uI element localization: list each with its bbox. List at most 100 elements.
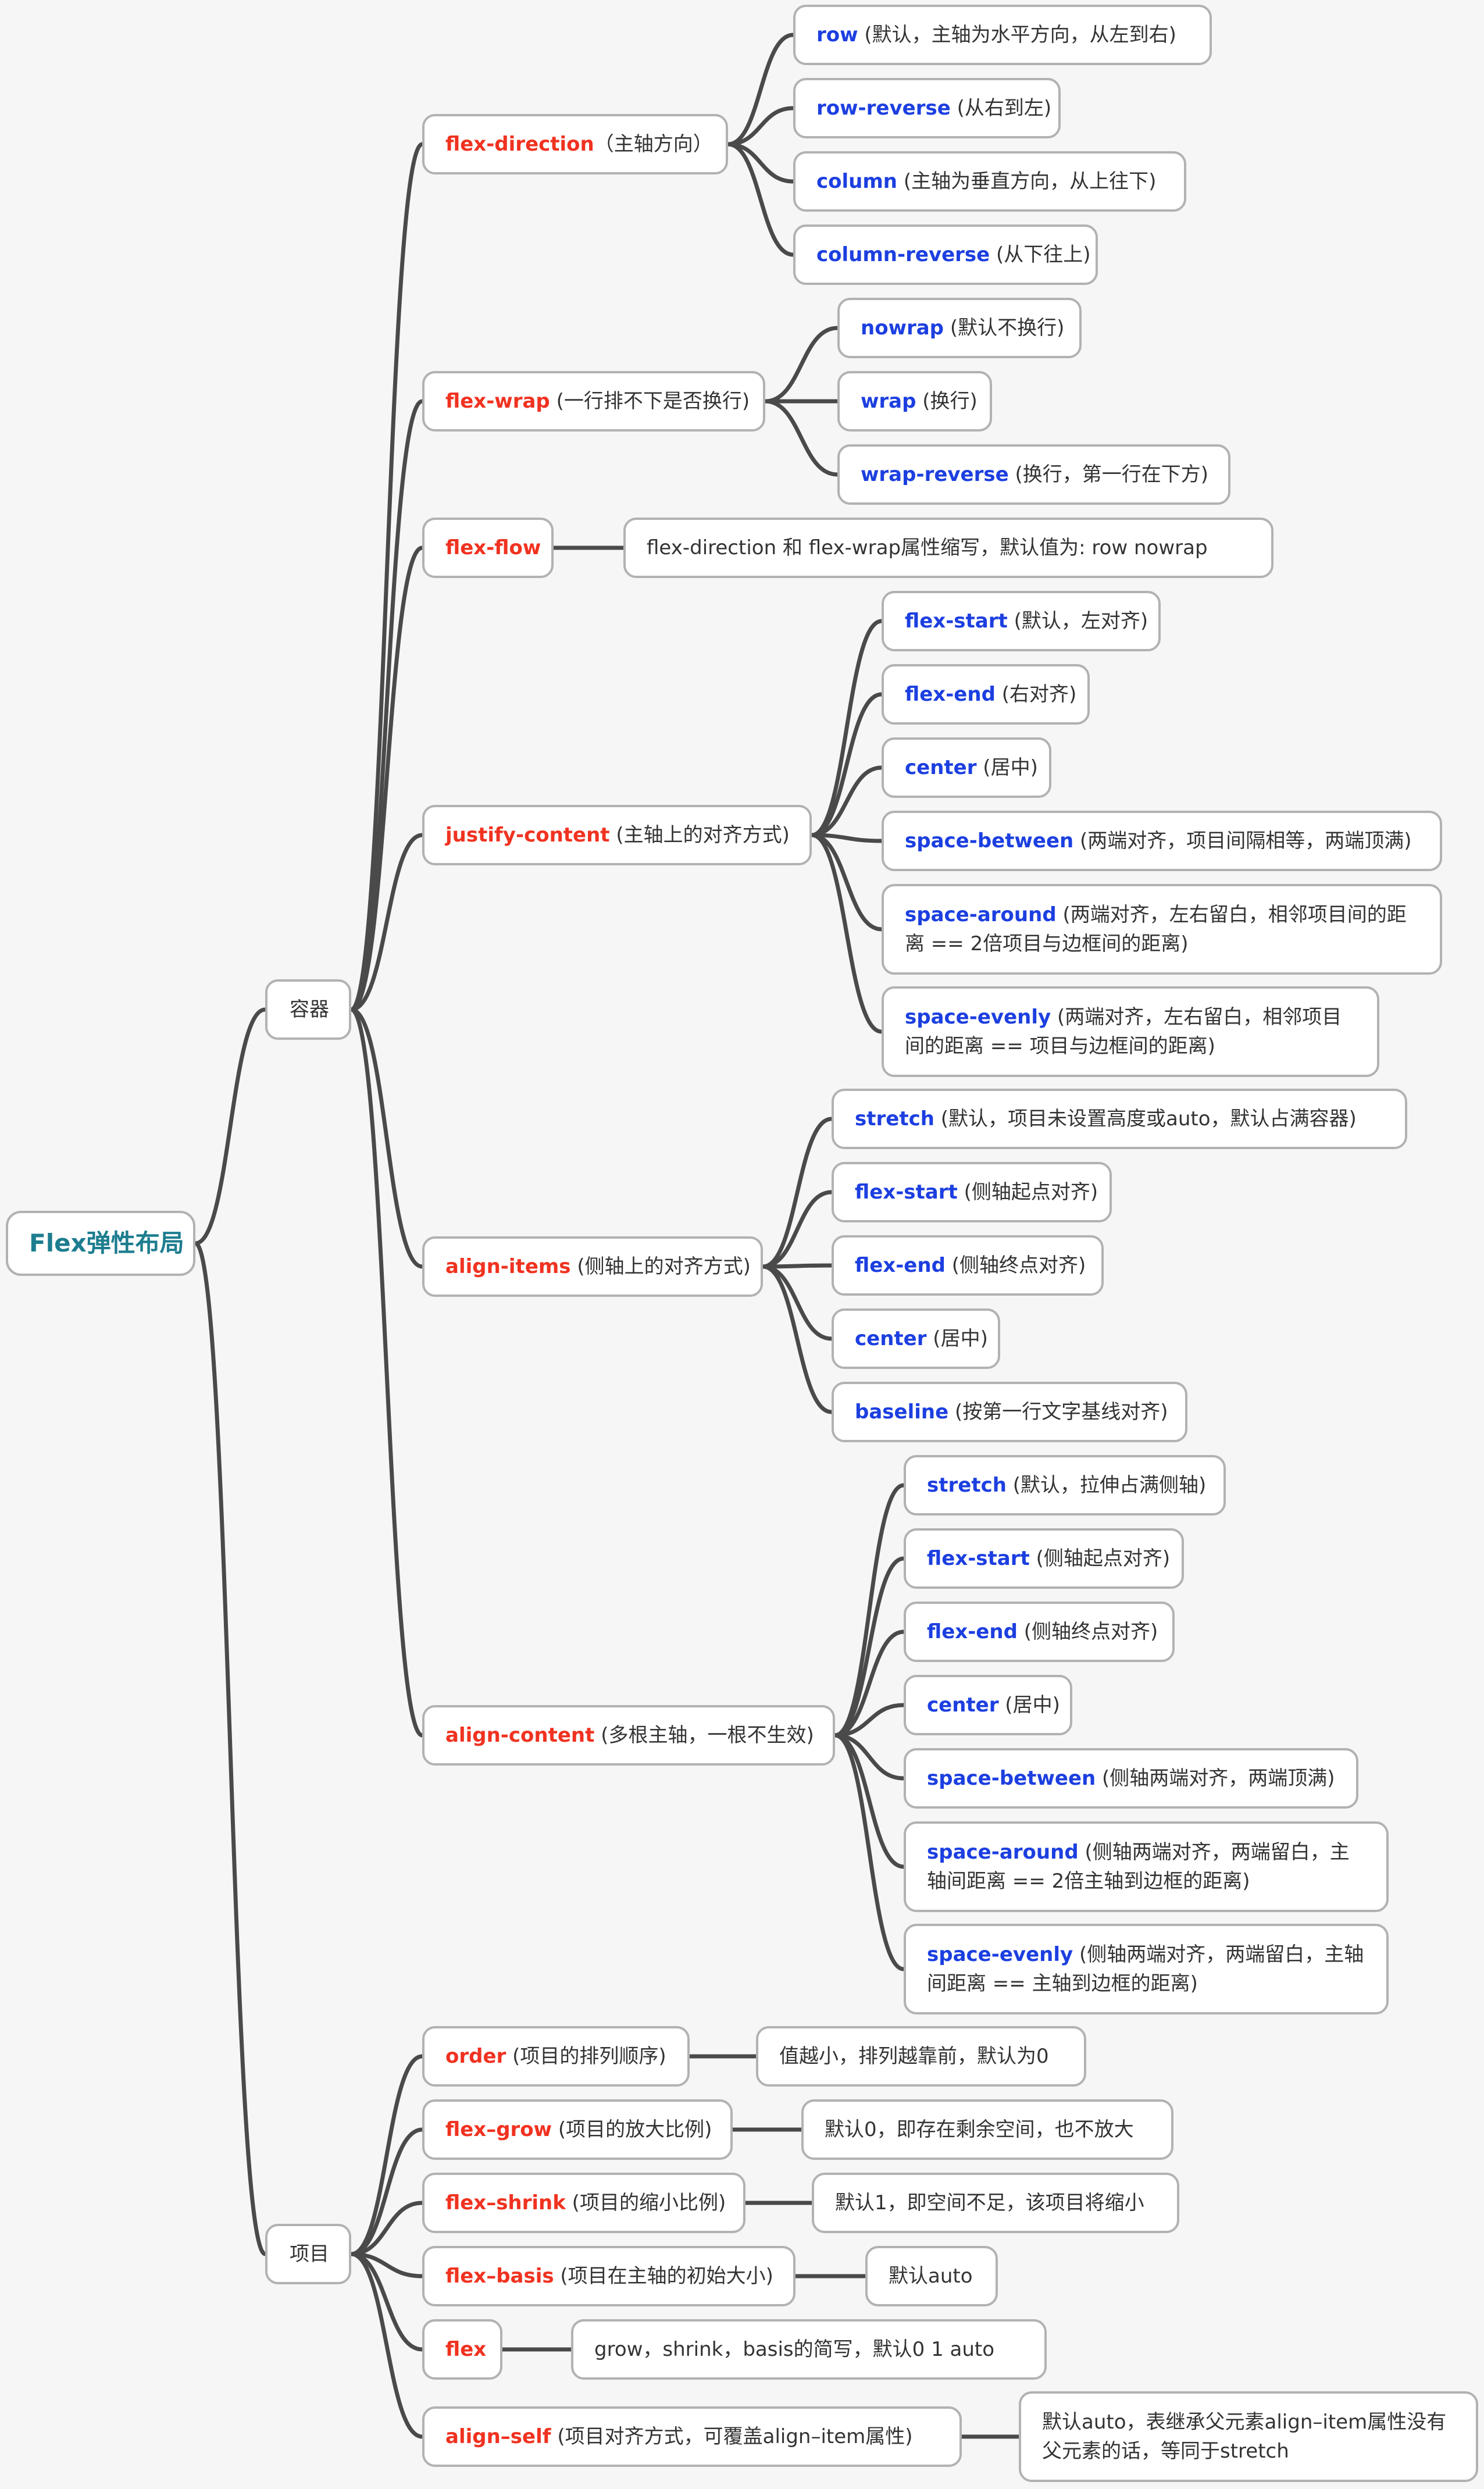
property-name: justify-content bbox=[445, 823, 610, 847]
connector-p0-p0v3 bbox=[726, 142, 795, 257]
root-node[interactable]: Flex弹性布局 bbox=[6, 1211, 195, 1276]
property-flex-wrap[interactable]: flex-wrap (一行排不下是否换行) bbox=[422, 371, 765, 432]
property-flex-basis[interactable]: flex–basis (项目在主轴的初始大小) bbox=[422, 2246, 795, 2306]
property-desc: (项目的缩小比例) bbox=[565, 2191, 726, 2215]
value-name: row-reverse bbox=[816, 97, 951, 120]
connector-p4-p4v1 bbox=[761, 1190, 834, 1269]
property-desc: （主轴方向） bbox=[594, 133, 713, 156]
value-wrap[interactable]: wrap (换行) bbox=[837, 371, 992, 432]
value-space-between[interactable]: space-between (侧轴两端对齐，两端顶满) bbox=[904, 1748, 1358, 1809]
connector-p3-p3v4 bbox=[809, 833, 884, 932]
note-order[interactable]: 值越小，排列越靠前，默认为0 bbox=[756, 2026, 1086, 2087]
value-desc: (默认，拉伸占满侧轴) bbox=[1006, 1474, 1207, 1497]
connector-p5-p5v6 bbox=[833, 1733, 906, 1971]
value-flex-start[interactable]: flex-start (侧轴起点对齐) bbox=[904, 1528, 1184, 1589]
property-name: align-content bbox=[445, 1724, 595, 1747]
note-flex-shrink[interactable]: 默认1，即空间不足，该项目将缩小 bbox=[812, 2173, 1179, 2233]
connector-p3-p3v2 bbox=[809, 765, 884, 837]
property-align-items[interactable]: align-items (侧轴上的对齐方式) bbox=[422, 1236, 763, 1297]
value-center[interactable]: center (居中) bbox=[832, 1308, 1000, 1369]
value-name: space-around bbox=[905, 903, 1057, 926]
branch-label: 项目 bbox=[290, 2242, 329, 2266]
property-justify-content[interactable]: justify-content (主轴上的对齐方式) bbox=[422, 805, 812, 865]
value-flex-start[interactable]: flex-start (默认，左对齐) bbox=[882, 591, 1161, 651]
branch-container[interactable]: 容器 bbox=[265, 979, 351, 1040]
property-flex-direction[interactable]: flex-direction（主轴方向） bbox=[422, 114, 728, 174]
note-flex-basis[interactable]: 默认auto bbox=[865, 2246, 998, 2306]
branch-label: 容器 bbox=[290, 998, 329, 1021]
connector-b1-q0 bbox=[349, 2054, 424, 2256]
property-flex-shrink[interactable]: flex–shrink (项目的缩小比例) bbox=[422, 2173, 745, 2233]
value-space-evenly[interactable]: space-evenly (两端对齐，左右留白，相邻项目间的距离 == 项目与边… bbox=[882, 986, 1379, 1077]
value-flex-end[interactable]: flex-end (右对齐) bbox=[882, 664, 1090, 725]
value-space-evenly[interactable]: space-evenly (侧轴两端对齐，两端留白，主轴间距离 == 主轴到边框… bbox=[904, 1924, 1389, 2014]
note-flex[interactable]: grow，shrink，basis的简写，默认0 1 auto bbox=[571, 2319, 1047, 2380]
value-name: flex-end bbox=[855, 1254, 946, 1277]
connector-p0-p0v0 bbox=[726, 33, 795, 147]
value-center[interactable]: center (居中) bbox=[882, 737, 1051, 798]
value-name: flex-start bbox=[855, 1181, 958, 1204]
property-name: flex bbox=[445, 2338, 487, 2361]
property-desc: (多根主轴，一根不生效) bbox=[594, 1724, 814, 1747]
value-name: flex-end bbox=[905, 683, 996, 706]
value-desc: (侧轴两端对齐，两端留白，主轴间距离 == 2倍主轴到边框的距离) bbox=[927, 1841, 1350, 1893]
value-desc: (两端对齐，项目间隔相等，两端顶满) bbox=[1073, 829, 1412, 853]
value-row-reverse[interactable]: row-reverse (从右到左) bbox=[793, 78, 1061, 138]
note-text: 默认1，即空间不足，该项目将缩小 bbox=[835, 2191, 1144, 2215]
property-name: flex–grow bbox=[445, 2118, 552, 2141]
property-name: align–self bbox=[445, 2425, 551, 2448]
value-space-between[interactable]: space-between (两端对齐，项目间隔相等，两端顶满) bbox=[882, 811, 1442, 871]
value-column[interactable]: column (主轴为垂直方向，从上往下) bbox=[793, 151, 1186, 212]
property-align-self[interactable]: align–self (项目对齐方式，可覆盖align–item属性) bbox=[422, 2406, 962, 2467]
connector-b1-q5 bbox=[349, 2252, 424, 2439]
branch-item[interactable]: 项目 bbox=[265, 2224, 351, 2284]
property-flex[interactable]: flex bbox=[422, 2319, 502, 2380]
value-desc: (侧轴两端对齐，两端留白，主轴间距离 == 主轴到边框的距离) bbox=[927, 1943, 1364, 1995]
property-flex-grow[interactable]: flex–grow (项目的放大比例) bbox=[422, 2099, 733, 2160]
property-desc: (项目在主轴的初始大小) bbox=[554, 2265, 773, 2288]
value-space-around[interactable]: space-around (两端对齐，左右留白，相邻项目间的距离 == 2倍项目… bbox=[882, 884, 1442, 975]
connector-b0-p4 bbox=[349, 1007, 424, 1269]
note-align-self[interactable]: 默认auto，表继承父元素align–item属性没有父元素的话，等同于stre… bbox=[1019, 2391, 1478, 2482]
property-align-content[interactable]: align-content (多根主轴，一根不生效) bbox=[422, 1705, 835, 1766]
value-column-reverse[interactable]: column-reverse (从下往上) bbox=[793, 224, 1098, 285]
value-name: space-evenly bbox=[927, 1943, 1073, 1966]
property-desc: (项目的放大比例) bbox=[552, 2118, 712, 2141]
connector-b0-p5 bbox=[349, 1007, 424, 1738]
note-text: 默认auto bbox=[889, 2265, 973, 2288]
note-flex-flow[interactable]: flex-direction 和 flex-wrap属性缩写，默认值为: row… bbox=[623, 518, 1273, 578]
connector-b0-p0 bbox=[349, 142, 424, 1012]
connector-p1-p1v0 bbox=[763, 326, 840, 404]
value-nowrap[interactable]: nowrap (默认不换行) bbox=[837, 298, 1082, 358]
connector-root-b1 bbox=[193, 1241, 267, 2256]
value-flex-start[interactable]: flex-start (侧轴起点对齐) bbox=[832, 1162, 1112, 1222]
value-name: flex-start bbox=[927, 1547, 1030, 1570]
value-row[interactable]: row (默认，主轴为水平方向，从左到右) bbox=[793, 5, 1212, 65]
connector-p3-p3v5 bbox=[809, 833, 884, 1034]
value-flex-end[interactable]: flex-end (侧轴终点对齐) bbox=[832, 1235, 1104, 1296]
connector-p3-p3v0 bbox=[809, 619, 884, 837]
property-name: align-items bbox=[445, 1255, 571, 1278]
value-stretch[interactable]: stretch (默认，拉伸占满侧轴) bbox=[904, 1455, 1226, 1515]
value-flex-end[interactable]: flex-end (侧轴终点对齐) bbox=[904, 1602, 1175, 1662]
value-name: row bbox=[816, 23, 858, 47]
connector-b1-q4 bbox=[349, 2252, 424, 2352]
value-baseline[interactable]: baseline (按第一行文字基线对齐) bbox=[832, 1382, 1187, 1442]
value-stretch[interactable]: stretch (默认，项目未设置高度或auto，默认占满容器) bbox=[832, 1089, 1407, 1149]
value-name: space-between bbox=[905, 829, 1074, 853]
value-center[interactable]: center (居中) bbox=[904, 1675, 1072, 1735]
value-space-around[interactable]: space-around (侧轴两端对齐，两端留白，主轴间距离 == 2倍主轴到… bbox=[904, 1821, 1389, 1912]
property-flex-flow[interactable]: flex-flow bbox=[422, 518, 554, 578]
property-name: flex-wrap bbox=[445, 390, 550, 413]
connector-b1-q2 bbox=[349, 2201, 424, 2256]
property-order[interactable]: order (项目的排列顺序) bbox=[422, 2026, 690, 2087]
value-desc: (侧轴起点对齐) bbox=[957, 1181, 1098, 1204]
note-flex-grow[interactable]: 默认0，即存在剩余空间，也不放大 bbox=[801, 2099, 1173, 2160]
connector-p4-p4v2 bbox=[761, 1263, 834, 1269]
value-wrap-reverse[interactable]: wrap-reverse (换行，第一行在下方) bbox=[837, 444, 1230, 505]
value-name: stretch bbox=[855, 1107, 934, 1131]
value-desc: (默认，项目未设置高度或auto，默认占满容器) bbox=[934, 1107, 1357, 1131]
value-desc: (居中) bbox=[998, 1693, 1060, 1717]
note-text: 默认auto，表继承父元素align–item属性没有父元素的话，等同于stre… bbox=[1042, 2410, 1447, 2463]
